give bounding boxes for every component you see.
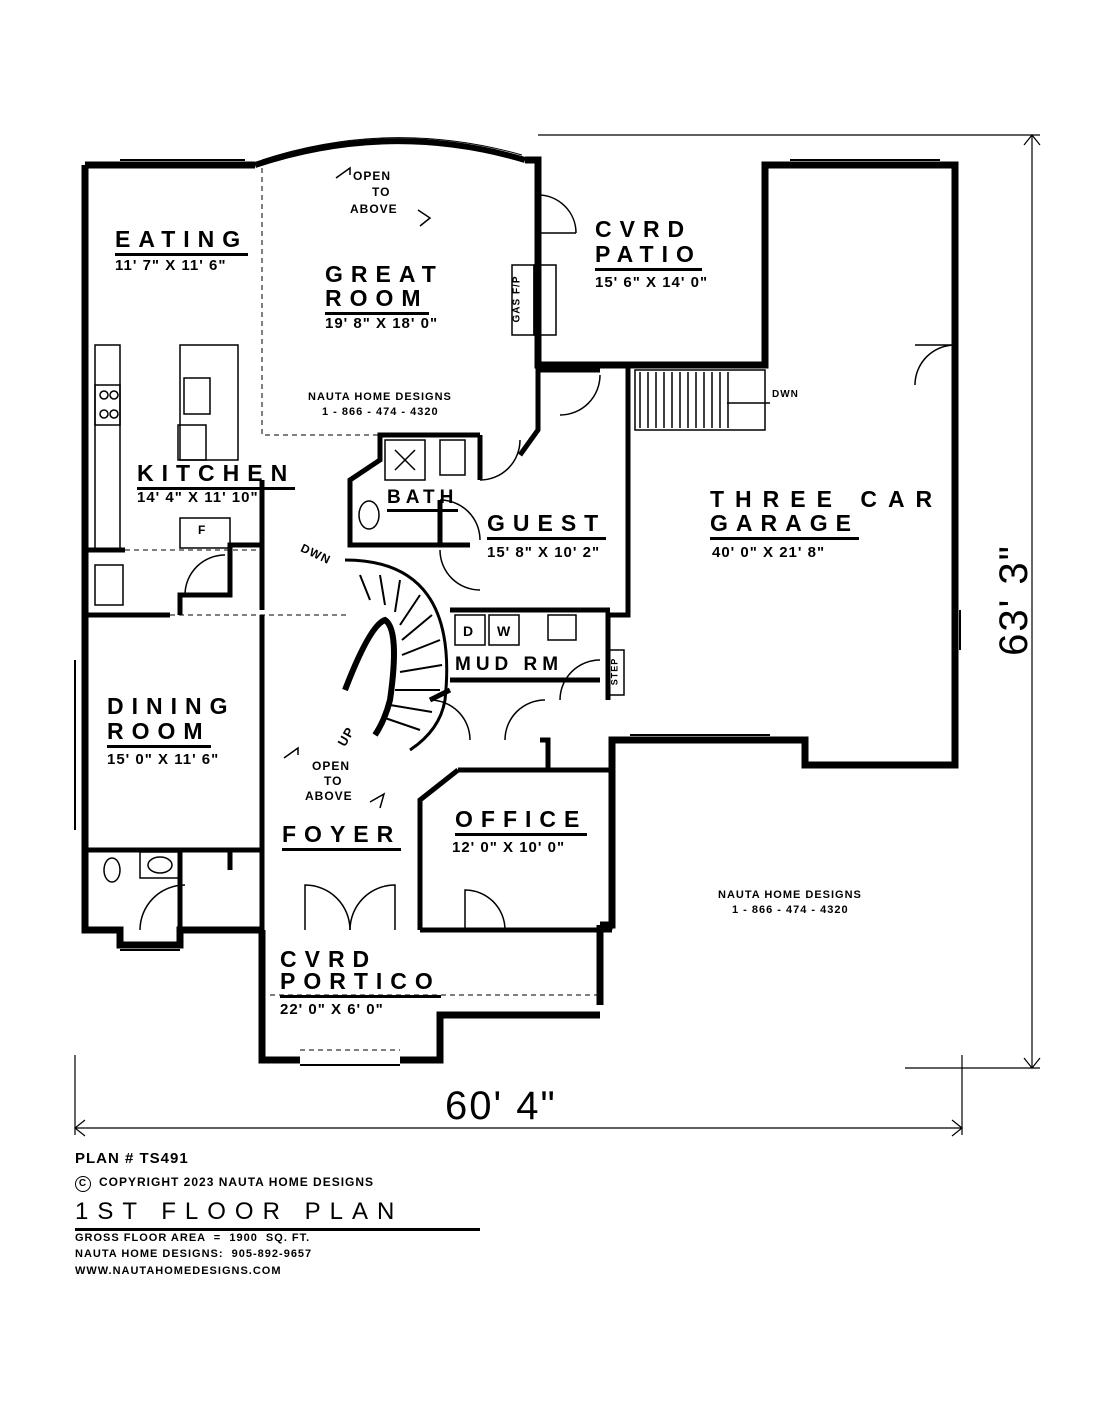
- copyright-symbol: C: [75, 1176, 91, 1192]
- open-to-above-top-l2: TO: [372, 185, 391, 199]
- windows: [74, 159, 961, 1066]
- open-to-above-top-l3: ABOVE: [350, 202, 398, 216]
- gas-fp-label-1: GAS F/P: [511, 275, 523, 323]
- room-dims-dining: 15' 0" X 11' 6": [107, 751, 220, 768]
- gross-floor-area: GROSS FLOOR AREA = 1900 SQ. FT.: [75, 1232, 311, 1244]
- copyright-line: C COPYRIGHT 2023 NAUTA HOME DESIGNS: [75, 1175, 374, 1192]
- room-name-garage-line1: THREE CAR: [710, 486, 944, 512]
- plan-title: 1ST FLOOR PLAN: [75, 1198, 480, 1231]
- open-to-above-foyer-l1: OPEN: [312, 759, 351, 773]
- great-room-bay-wall: [254, 138, 526, 168]
- door-swings: [139, 194, 956, 931]
- overall-depth: 63' 3": [991, 544, 1036, 656]
- room-name-great-line2: ROOM: [325, 287, 429, 315]
- garage-stair: [634, 369, 770, 431]
- open-to-above-foyer-l2: TO: [324, 774, 343, 788]
- room-name-portico-line2: PORTICO: [280, 970, 441, 998]
- room-name-garage-line2: GARAGE: [710, 512, 859, 540]
- kitchen-fixtures: [94, 344, 239, 606]
- room-name-guest: GUEST: [487, 512, 607, 540]
- gas-fireplace-2: [533, 264, 557, 336]
- garage-step: [607, 649, 625, 696]
- open-to-above-foyer-l3: ABOVE: [305, 789, 353, 803]
- watermark-phone-1: 1 - 866 - 474 - 4320: [322, 406, 439, 418]
- room-name-portico-line1: CVRD: [280, 946, 378, 972]
- bath-fixtures: [103, 439, 466, 883]
- open-to-above-top-l1: OPEN: [353, 169, 392, 183]
- garage-stair-down-label: DWN: [772, 389, 799, 400]
- dryer-label: D: [463, 623, 475, 639]
- open-above-arrows: [283, 166, 432, 809]
- room-name-foyer: FOYER: [282, 823, 402, 851]
- room-name-office: OFFICE: [455, 808, 588, 836]
- room-dims-eating: 11' 7" X 11' 6": [115, 257, 227, 274]
- plan-number: PLAN # TS491: [75, 1150, 189, 1167]
- room-dims-guest: 15' 8" X 10' 2": [487, 544, 601, 561]
- room-name-eating: EATING: [115, 228, 249, 256]
- fridge-label: F: [198, 523, 207, 537]
- room-name-mud-room: MUD RM: [455, 654, 564, 675]
- room-name-great-line1: GREAT: [325, 261, 444, 287]
- dimension-lines: [74, 134, 1041, 1137]
- room-name-patio-line1: CVRD: [595, 216, 693, 242]
- website: WWW.NAUTAHOMEDESIGNS.COM: [75, 1265, 282, 1277]
- washer-label: W: [497, 623, 512, 639]
- curved-stair: [342, 558, 449, 752]
- laundry-fixtures: [454, 614, 577, 646]
- room-dims-portico: 22' 0" X 6' 0": [280, 1001, 384, 1018]
- room-name-dining-line1: DINING: [107, 693, 236, 719]
- room-name-dining-line2: ROOM: [107, 720, 211, 748]
- watermark-phone-2: 1 - 866 - 474 - 4320: [732, 904, 849, 916]
- overall-width: 60' 4": [445, 1084, 557, 1128]
- copyright-text: COPYRIGHT 2023 NAUTA HOME DESIGNS: [99, 1175, 375, 1189]
- room-dims-great: 19' 8" X 18' 0": [325, 315, 439, 332]
- room-dims-patio: 15' 6" X 14' 0": [595, 274, 709, 291]
- room-dims-garage: 40' 0" X 21' 8": [712, 544, 826, 561]
- watermark-company-1: NAUTA HOME DESIGNS: [308, 391, 452, 403]
- watermark-company-2: NAUTA HOME DESIGNS: [718, 889, 862, 901]
- room-dims-kitchen: 14' 4" X 11' 10": [137, 489, 259, 506]
- room-name-kitchen: KITCHEN: [137, 462, 296, 490]
- room-dims-office: 12' 0" X 10' 0": [452, 839, 566, 856]
- step-label: STEP: [609, 657, 620, 686]
- gas-fp-label-2: GAS F/P: [533, 275, 545, 323]
- room-name-patio-line2: PATIO: [595, 243, 702, 271]
- room-name-bath: BATH: [387, 488, 459, 512]
- nauta-phone: NAUTA HOME DESIGNS: 905-892-9657: [75, 1248, 313, 1260]
